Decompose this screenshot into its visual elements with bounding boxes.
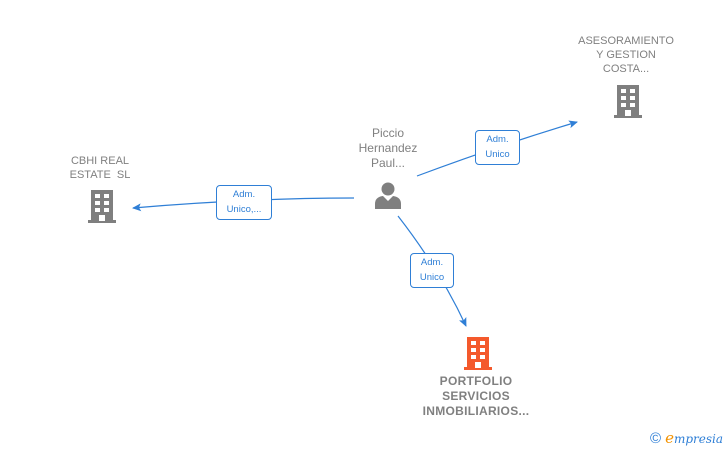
edge-label-line: Adm. <box>486 134 509 145</box>
portfolio-name-line-2: SERVICIOS <box>442 389 510 403</box>
edge-label-cbhi[interactable]: Adm. Unico,... <box>216 185 272 220</box>
portfolio-name-line-3: INMOBILIARIOS... <box>422 404 530 418</box>
edge-label-line: Unico <box>485 149 510 160</box>
edge-label-asesoramiento[interactable]: Adm. Unico <box>475 130 520 165</box>
cbhi-node-label[interactable]: CBHI REAL ESTATE SL <box>55 154 145 182</box>
edge-label-line: Adm. <box>232 189 256 200</box>
building-icon[interactable] <box>86 189 118 223</box>
building-icon[interactable] <box>612 84 644 118</box>
portfolio-node-label[interactable]: PORTFOLIO SERVICIOS INMOBILIARIOS... <box>406 374 546 419</box>
building-icon[interactable] <box>462 336 494 370</box>
person-icon[interactable] <box>373 180 403 210</box>
edge-label-line: Unico <box>419 272 445 283</box>
person-name-line-1: Piccio <box>371 126 404 140</box>
brand-rest: mpresia <box>673 432 724 446</box>
person-node-label[interactable]: Piccio Hernandez Paul... <box>348 126 428 171</box>
edge-label-portfolio[interactable]: Adm. Unico <box>410 253 454 288</box>
asesoramiento-name-line-1: ASESORAMIENTO <box>578 35 674 47</box>
brand-initial: e <box>665 429 674 447</box>
person-name-line-2: Hernandez <box>358 141 418 155</box>
asesoramiento-name-line-2: Y GESTION <box>596 49 656 61</box>
copyright-icon: © <box>650 430 662 447</box>
person-name-line-3: Paul... <box>370 156 406 170</box>
edge-label-line: Adm. <box>420 257 444 268</box>
cbhi-name-line-2: ESTATE SL <box>69 169 131 181</box>
edge-label-line: Unico,... <box>226 204 262 215</box>
asesoramiento-node-label[interactable]: ASESORAMIENTO Y GESTION COSTA... <box>566 34 686 76</box>
asesoramiento-name-line-3: COSTA... <box>602 63 650 75</box>
empresia-watermark: ©empresia <box>650 429 723 447</box>
cbhi-name-line-1: CBHI REAL <box>70 155 130 167</box>
portfolio-name-line-1: PORTFOLIO <box>439 374 513 388</box>
